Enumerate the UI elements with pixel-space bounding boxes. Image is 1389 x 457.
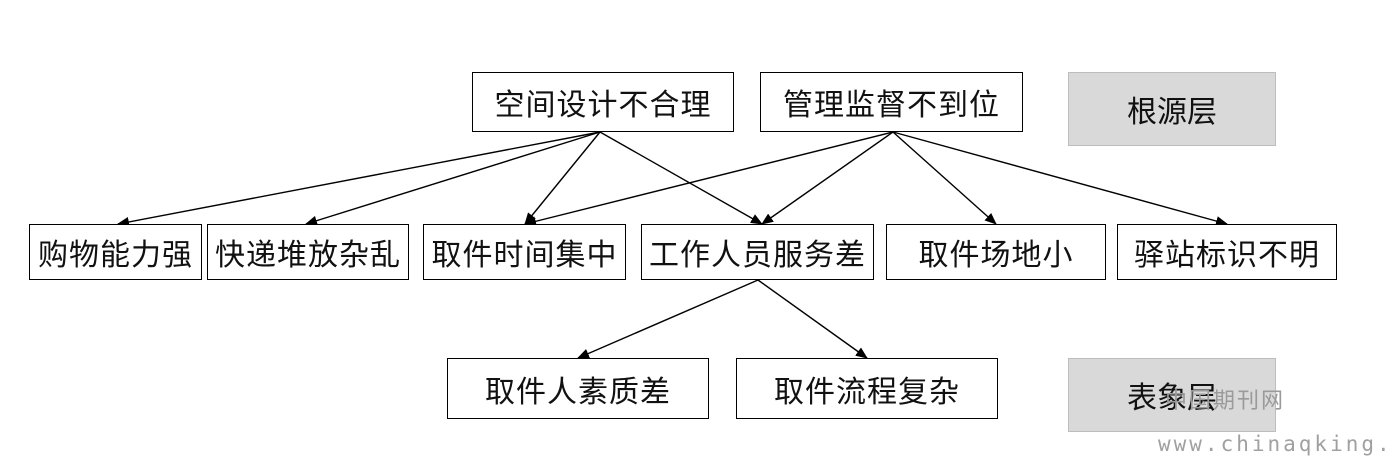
arrow-space-design-to-staff xyxy=(599,131,763,225)
factor-signage: 驿站标识不明 xyxy=(1117,224,1337,280)
arrow-space-design-to-shopping xyxy=(117,131,601,227)
watermark-name: 中国期刊网 xyxy=(1165,389,1286,414)
layer-label-surface: 表象层 xyxy=(1068,358,1276,432)
factor-space-small: 取件场地小 xyxy=(886,224,1106,280)
arrow-staff-to-process xyxy=(757,279,868,359)
arrow-management-to-signage xyxy=(892,131,1228,226)
factor-clutter: 快递堆放杂乱 xyxy=(207,224,409,280)
watermark-url: www.chinaqking.com xyxy=(1158,432,1389,456)
arrow-management-to-pickup-time xyxy=(524,131,894,227)
arrow-staff-to-quality xyxy=(577,279,759,359)
factor-quality: 取件人素质差 xyxy=(447,358,709,419)
factor-pickup-time: 取件时间集中 xyxy=(423,224,626,280)
root-cause-management: 管理监督不到位 xyxy=(760,72,1023,132)
factor-staff: 工作人员服务差 xyxy=(641,224,874,280)
root-cause-space-design: 空间设计不合理 xyxy=(472,72,734,132)
factor-process: 取件流程复杂 xyxy=(736,358,998,419)
arrow-space-design-to-pickup-time xyxy=(524,131,601,225)
arrow-space-design-to-clutter xyxy=(305,131,601,226)
arrow-management-to-space-small xyxy=(892,131,997,225)
arrow-management-to-staff xyxy=(761,131,894,225)
layer-label-root: 根源层 xyxy=(1068,72,1276,146)
factor-shopping: 购物能力强 xyxy=(29,224,202,280)
